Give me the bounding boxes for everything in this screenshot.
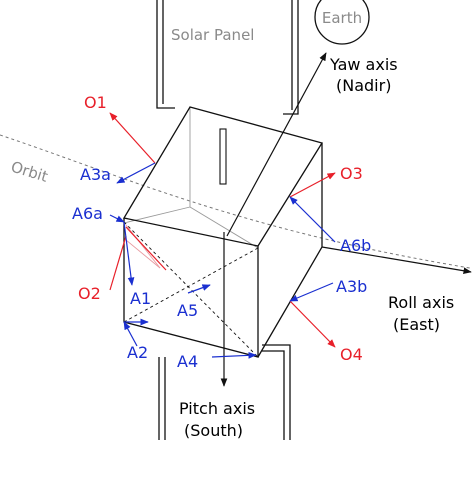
- solar-panel-top: [156, 0, 299, 115]
- o4-label: O4: [340, 345, 363, 364]
- o3-vector: [289, 172, 336, 198]
- roll-axis-arrow: [321, 246, 472, 275]
- a6b-label: A6b: [340, 236, 371, 255]
- solar-panel-bottom: [158, 344, 291, 440]
- a6a-label: A6a: [72, 204, 103, 223]
- hidden-edges: [123, 107, 259, 249]
- observer-vectors: [109, 112, 336, 348]
- a1-label: A1: [130, 289, 151, 308]
- a5-vector: [187, 284, 211, 294]
- internal-diagonals: [123, 221, 259, 358]
- a3a-vector: [116, 162, 156, 184]
- yaw-axis-label: Yaw axis: [329, 55, 398, 74]
- roll-axis-direction: (East): [393, 315, 440, 334]
- roll-axis-label: Roll axis: [388, 293, 454, 312]
- a6b-vector: [289, 196, 336, 243]
- o2-label: O2: [78, 284, 101, 303]
- a4-label: A4: [177, 352, 198, 371]
- a3a-label: A3a: [80, 165, 111, 184]
- antenna-vectors: [109, 162, 336, 359]
- yaw-axis-direction: (Nadir): [336, 76, 391, 95]
- top-instrument: [219, 128, 227, 185]
- solar-panel-label: Solar Panel: [171, 26, 254, 44]
- o1-vector: [109, 112, 156, 164]
- a2-label: A2: [127, 343, 148, 362]
- a3b-label: A3b: [336, 277, 367, 296]
- a3b-vector: [289, 282, 334, 302]
- earth-label: Earth: [322, 9, 362, 27]
- pitch-axis-direction: (South): [184, 421, 243, 440]
- a2-vector: [123, 321, 138, 347]
- a1-vector: [123, 221, 135, 286]
- o3-label: O3: [340, 164, 363, 183]
- o4-vector: [289, 300, 336, 348]
- a6a-vector: [109, 214, 125, 223]
- a4-vector: [211, 351, 257, 359]
- o1-label: O1: [84, 93, 107, 112]
- internal-pink-lines: [125, 224, 161, 269]
- o2-vector: [125, 226, 167, 271]
- earth-circle: [314, 0, 370, 45]
- pitch-axis-label: Pitch axis: [179, 399, 255, 418]
- yaw-axis-arrow: [226, 52, 327, 237]
- o2-vector-b: [109, 235, 127, 291]
- orbit-path: [0, 134, 471, 269]
- a5-label: A5: [177, 301, 198, 320]
- orbit-label: Orbit: [9, 158, 50, 186]
